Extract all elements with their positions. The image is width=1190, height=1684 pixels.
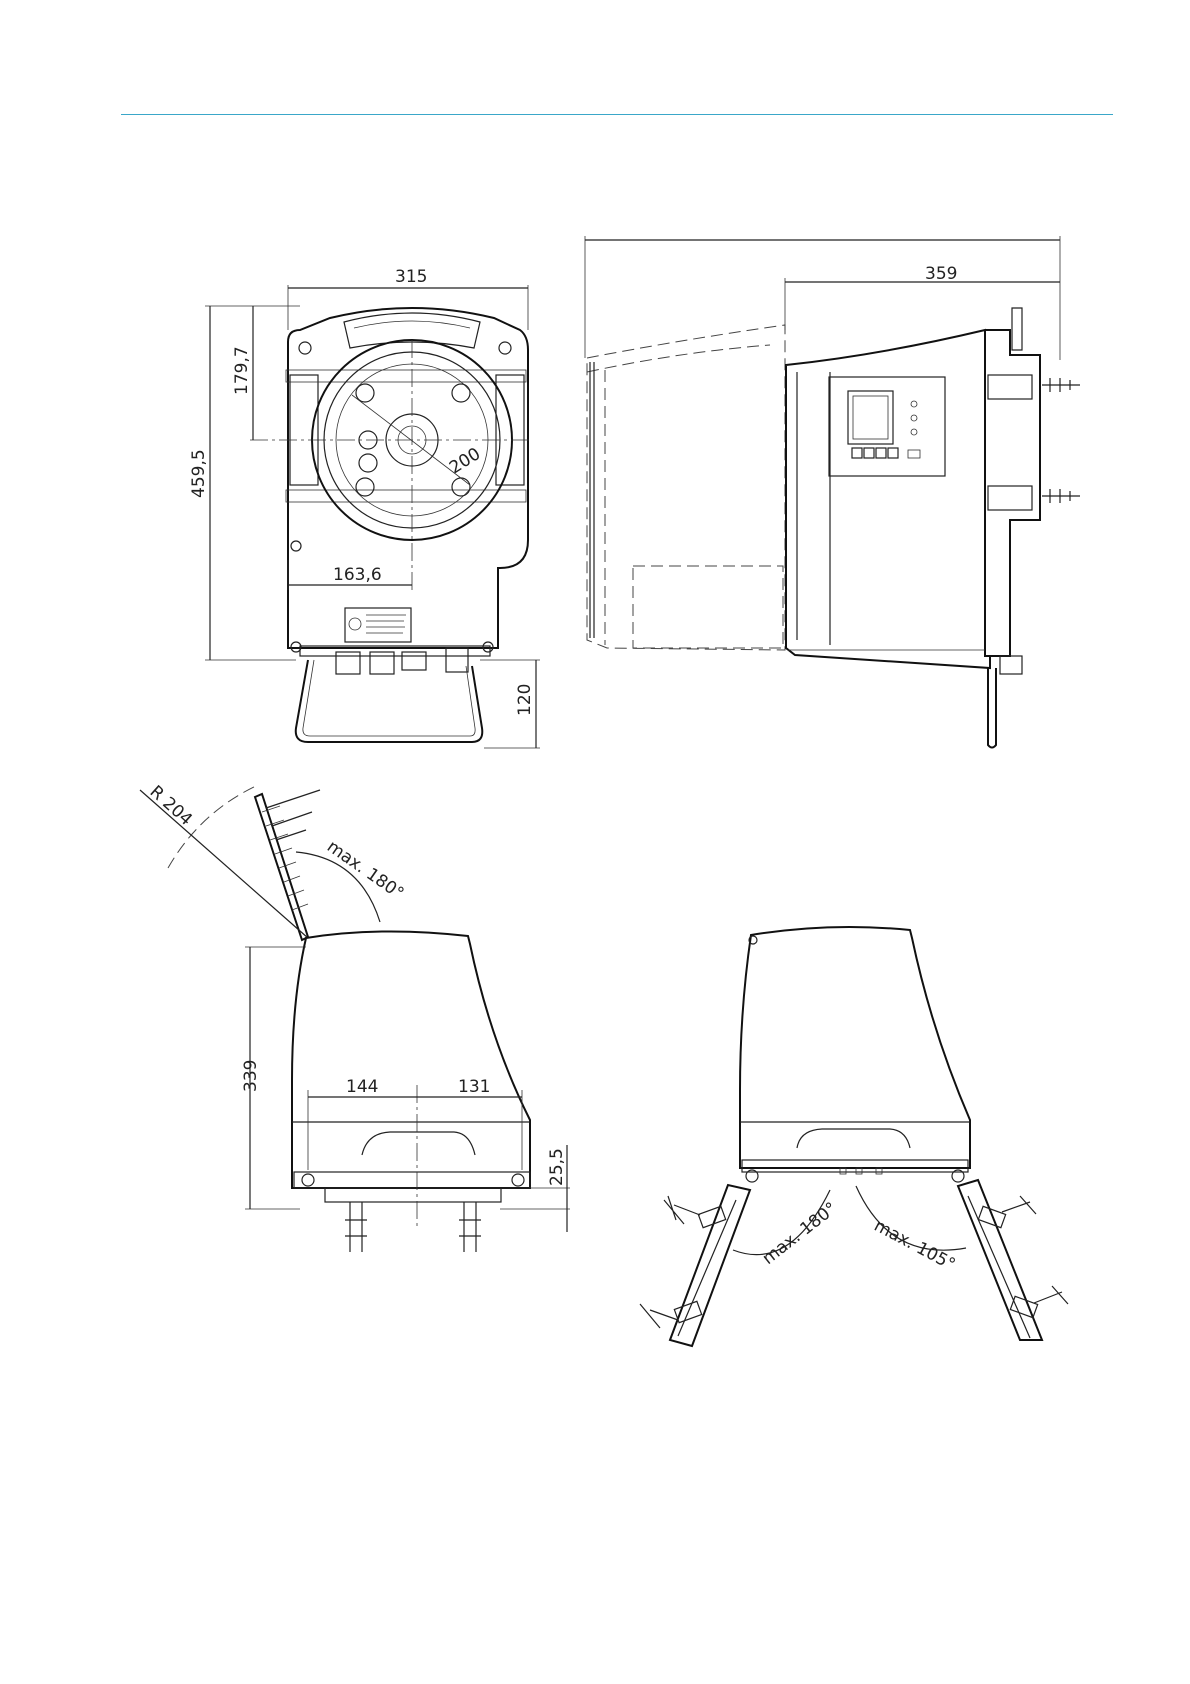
lid-height-label: 339 [241, 1060, 261, 1092]
lid-radius-label: R 204 [146, 782, 196, 830]
front-upper-height-label: 179,7 [232, 346, 252, 395]
door-left-angle-label: max. 180° [759, 1199, 841, 1269]
front-handle-height-label: 120 [515, 684, 535, 716]
front-offset-label: 163,6 [333, 565, 382, 585]
lid-angle-label: max. 180° [323, 837, 407, 904]
lid-right-offset-label: 131 [458, 1077, 490, 1097]
lid-base-height-label: 25,5 [547, 1148, 567, 1186]
lid-left-offset-label: 144 [346, 1077, 378, 1097]
side-view [585, 236, 1080, 748]
front-diameter-label: 200 [446, 444, 484, 478]
front-height-label: 459,5 [189, 449, 209, 498]
front-width-label: 315 [395, 267, 427, 287]
door-right-angle-label: max. 105° [871, 1216, 959, 1275]
front-view [205, 285, 540, 748]
open-door-view [640, 927, 1068, 1346]
side-depth-label: 359 [925, 264, 957, 284]
